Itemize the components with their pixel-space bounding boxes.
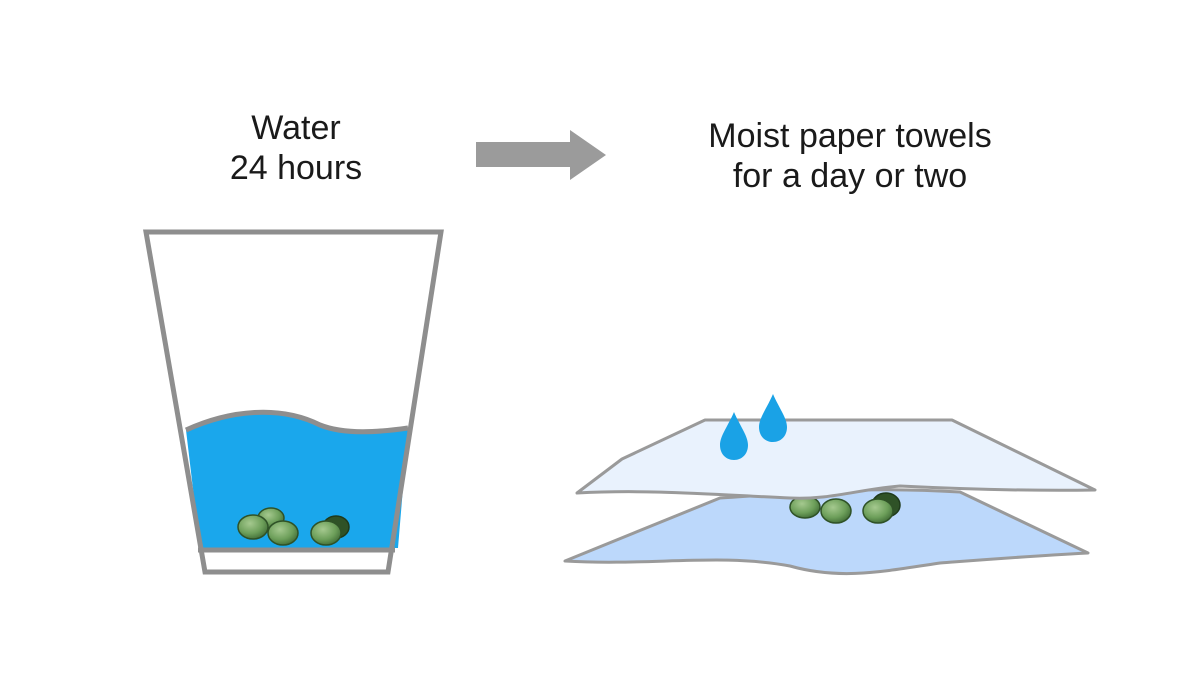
step2-label: Moist paper towels for a day or two	[640, 116, 1060, 196]
right-arrow-icon	[476, 130, 606, 180]
step2-line1: Moist paper towels	[708, 117, 992, 155]
step1-label: Water 24 hours	[196, 108, 396, 188]
seeds-on-towel	[789, 492, 901, 524]
seed	[862, 498, 894, 524]
glass-outline	[143, 229, 444, 575]
step2-line2: for a day or two	[732, 157, 968, 195]
seed	[310, 520, 342, 546]
seed	[820, 498, 852, 524]
seed	[267, 520, 299, 546]
paper-towels	[563, 394, 1097, 576]
step1-line1: Water	[251, 109, 341, 147]
water-surface	[184, 409, 409, 435]
seeds-in-water	[237, 507, 350, 546]
step1-line2: 24 hours	[229, 149, 363, 187]
water-drop-icon	[759, 394, 787, 442]
water	[186, 412, 408, 548]
water-drop-icon	[720, 412, 748, 460]
paper-towel-top	[575, 418, 1097, 500]
glass	[143, 229, 444, 575]
seed	[237, 514, 269, 540]
